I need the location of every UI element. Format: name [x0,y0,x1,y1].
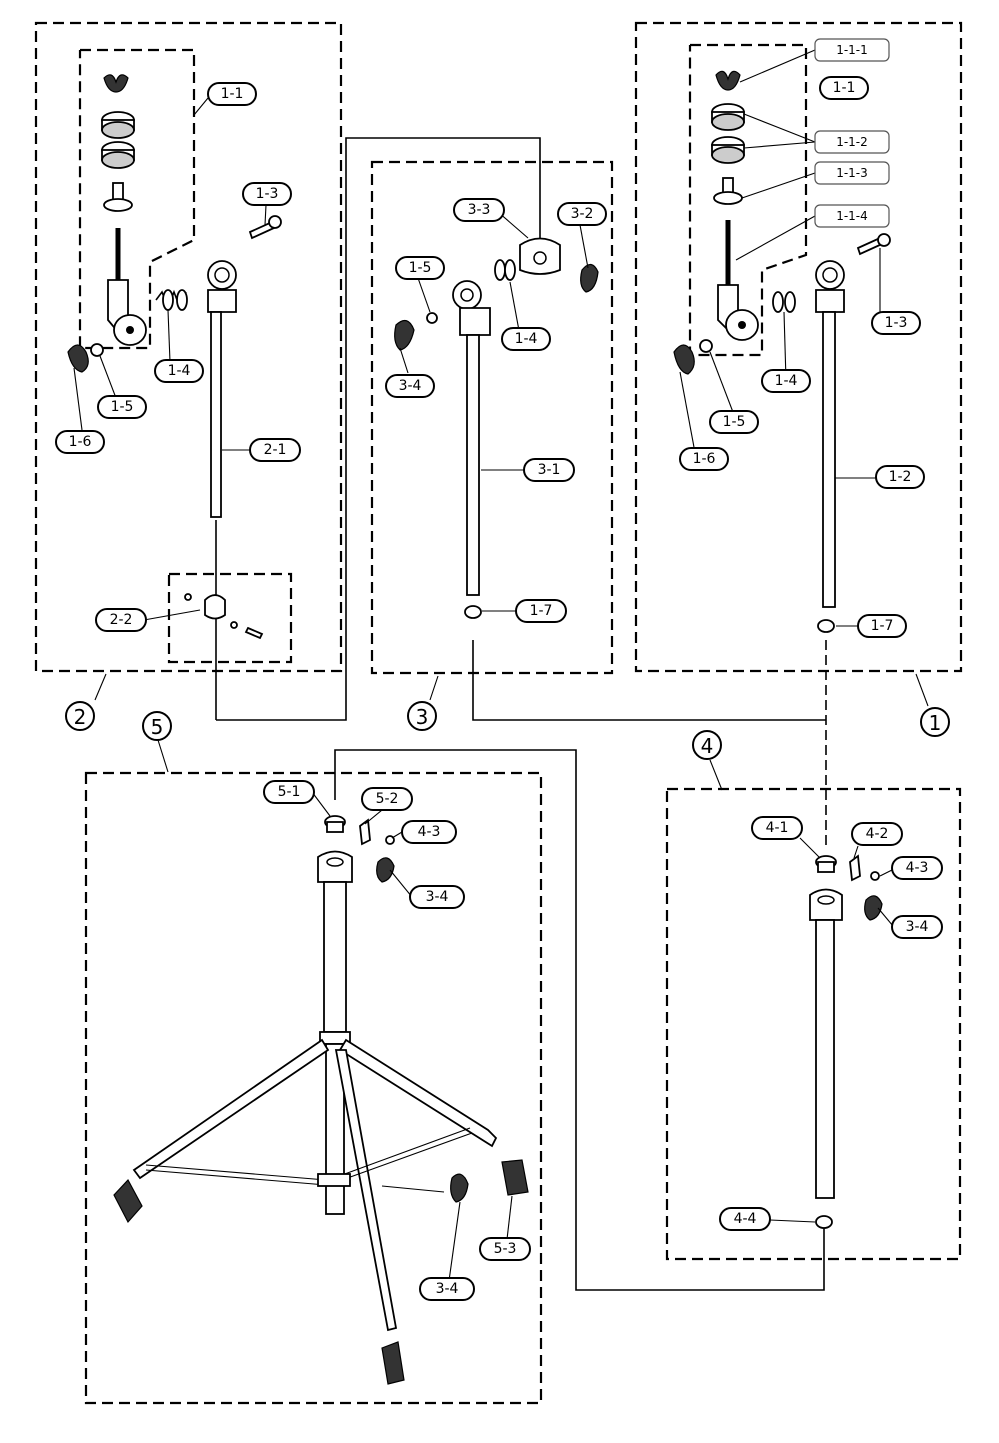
callout-g5-5-2: 5-2 [361,787,413,811]
group-number-4: 4 [692,730,722,760]
group-4-parts [809,854,883,1229]
svg-text:1-4: 1-4 [515,331,538,347]
svg-text:1-1: 1-1 [833,80,856,96]
callout-g1-1-1-4: 1-1-4 [814,204,890,228]
callout-g1-1-1-3: 1-1-3 [814,161,890,185]
svg-text:5: 5 [151,715,164,739]
svg-text:1-1-4: 1-1-4 [836,209,868,223]
svg-text:1-7: 1-7 [871,618,894,634]
callout-g3-3-4: 3-4 [385,374,435,398]
group-5-box [84,771,543,1405]
callout-g5-3-4a: 3-4 [409,885,465,909]
callout-g1-1-3: 1-3 [871,311,921,335]
svg-text:4-3: 4-3 [418,824,441,840]
callout-g1-1-2: 1-2 [875,465,925,489]
group-2-box [34,21,343,673]
svg-text:1-6: 1-6 [693,451,716,467]
group-2-parts [67,74,282,640]
callout-g2-1-3: 1-3 [242,182,292,206]
callout-g5-4-3: 4-3 [401,820,457,844]
callout-g3-1-5: 1-5 [395,256,445,280]
group-4-box-main [665,787,962,1261]
callout-g2-1-1: 1-1 [207,82,257,106]
callout-g2-1-6: 1-6 [55,430,105,454]
callout-g3-1-4: 1-4 [501,327,551,351]
callout-g1-1-5: 1-5 [709,410,759,434]
callout-g4-4-4: 4-4 [719,1207,771,1231]
callout-g3-3-1: 3-1 [523,458,575,482]
svg-text:3-4: 3-4 [426,889,449,905]
svg-text:1-5: 1-5 [409,260,432,276]
svg-text:3-2: 3-2 [571,206,594,222]
svg-text:5-3: 5-3 [494,1241,517,1257]
callout-g3-1-7: 1-7 [515,599,567,623]
svg-text:3-4: 3-4 [399,378,422,394]
group-number-5: 5 [142,711,172,741]
callout-g4-3-4: 3-4 [891,915,943,939]
callout-g1-1-7: 1-7 [857,614,907,638]
svg-text:3-1: 3-1 [538,462,561,478]
callout-g2-1-5: 1-5 [97,395,147,419]
callout-g1-1-1-2: 1-1-2 [814,130,890,154]
callout-g2-1-4: 1-4 [154,359,204,383]
svg-text:4-4: 4-4 [734,1211,757,1227]
svg-text:5-1: 5-1 [278,784,301,800]
callout-g1-1-1-1: 1-1-1 [814,38,890,62]
callout-g4-4-1: 4-1 [751,816,803,840]
group-numbers: 2 3 1 4 5 [65,673,950,791]
group-number-3: 3 [407,701,437,731]
subassembly-2-2 [167,572,293,664]
svg-text:1-5: 1-5 [111,399,134,415]
svg-text:1-2: 1-2 [889,469,912,485]
svg-text:1-1-3: 1-1-3 [836,166,868,180]
callout-g5-5-1: 5-1 [263,780,315,804]
svg-text:3: 3 [416,705,429,729]
svg-text:1-1: 1-1 [221,86,244,102]
svg-text:1-1-1: 1-1-1 [836,43,868,57]
svg-text:1-7: 1-7 [530,603,553,619]
svg-text:4-2: 4-2 [866,826,889,842]
svg-text:1-4: 1-4 [775,373,798,389]
svg-text:3-3: 3-3 [468,202,491,218]
connection-lines [215,137,827,1291]
svg-text:1-4: 1-4 [168,363,191,379]
leader-lines [73,49,895,1289]
group-5-parts [113,815,529,1385]
svg-text:3-4: 3-4 [906,919,929,935]
callout-g3-3-2: 3-2 [557,202,607,226]
callout-g1-1-1: 1-1 [819,76,869,100]
callout-g5-5-3: 5-3 [479,1237,531,1261]
callout-g1-1-4: 1-4 [761,369,811,393]
callout-g3-3-3: 3-3 [453,198,505,222]
callout-g4-4-2: 4-2 [851,822,903,846]
group-1-parts [673,70,891,633]
svg-text:2-1: 2-1 [264,442,287,458]
group-number-2: 2 [65,701,95,731]
callout-g2-2-2: 2-2 [95,608,147,632]
svg-text:5-2: 5-2 [376,791,399,807]
svg-text:4-1: 4-1 [766,820,789,836]
callout-g5-3-4b: 3-4 [419,1277,475,1301]
callout-g1-1-6: 1-6 [679,447,729,471]
svg-text:1-3: 1-3 [256,186,279,202]
group-3-parts [394,237,599,619]
svg-text:2: 2 [74,705,87,729]
svg-text:1-3: 1-3 [885,315,908,331]
svg-text:3-4: 3-4 [436,1281,459,1297]
svg-text:4: 4 [701,734,714,758]
svg-text:2-2: 2-2 [110,612,133,628]
svg-text:4-3: 4-3 [906,860,929,876]
svg-text:1-5: 1-5 [723,414,746,430]
group-number-1: 1 [920,707,950,737]
svg-text:1-1-2: 1-1-2 [836,135,868,149]
callout-g2-2-1: 2-1 [249,438,301,462]
callout-labels: 1-1 1-3 1-4 1-5 1-6 2-1 2-2 3-3 3-2 1-5 … [55,38,943,1301]
callout-g4-4-3: 4-3 [891,856,943,880]
group-1-box [634,21,963,673]
group-3-box [370,160,614,675]
svg-text:1-6: 1-6 [69,434,92,450]
svg-text:1: 1 [929,711,942,735]
